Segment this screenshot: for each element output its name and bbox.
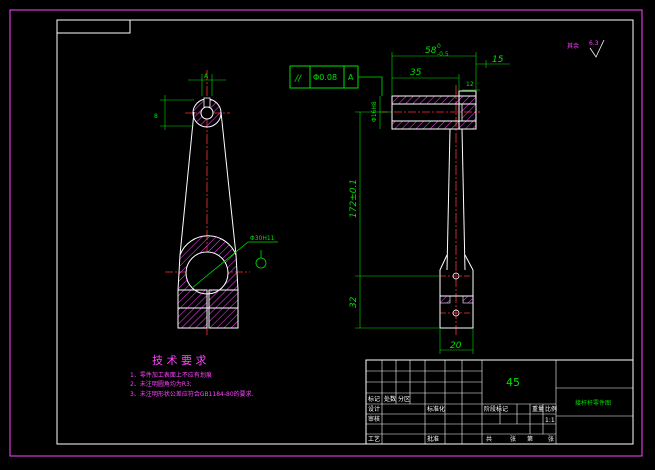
dim-top-label: A [204, 73, 209, 80]
tech-req-item-3: 3、未注明形状公差应符合GB1184-80的要求. [130, 390, 254, 398]
fcf-datum: A [348, 73, 354, 82]
part-name-label: 接杆杆零件图 [575, 399, 611, 407]
top-boss-slot [203, 97, 211, 108]
tb-sheet-unit-2: 张 [548, 435, 554, 443]
feature-control-frame: // Φ0.08 A [289, 65, 383, 96]
title-block-frame [365, 359, 634, 445]
tb-row-label-6: 审核 [368, 415, 380, 423]
dim-35-label: 35 [410, 68, 422, 78]
dim-172-label: 172±0.1 [349, 179, 359, 218]
roughness-symbol-icon [589, 39, 605, 58]
tb-row-label-2: 处数 [384, 395, 396, 403]
tb-row-label-8: 批准 [427, 435, 439, 443]
arm-right-edge [220, 111, 237, 256]
dim-58-upper-tol: 0 [437, 43, 441, 50]
head-key-hatched [461, 103, 477, 122]
tb-scale-value: 1:1 [545, 417, 555, 424]
fcf-parallelism-symbol: // [294, 74, 302, 84]
roughness-value: 6.3 [589, 40, 599, 47]
tb-col-label-scale: 比例 [545, 405, 557, 413]
tb-row-label-5: 标准化 [427, 405, 445, 413]
head-upper-hatched [391, 95, 477, 105]
tb-sheet-number: 第 [527, 435, 533, 443]
side-view[interactable]: // Φ0.08 A 58 0 -0.5 35 15 12 Φ16H8 172±… [289, 43, 510, 354]
dim-32-label: 32 [349, 296, 359, 308]
fcf-leader [358, 76, 383, 96]
title-block[interactable]: 45 接杆杆零件图 标记 处数 分区 设计 标准化 审核 工艺 批准 阶段标记 … [365, 359, 634, 445]
material-label: 45 [506, 376, 520, 389]
tb-sheet-unit-1: 张 [510, 435, 516, 443]
top-boss-bore [200, 106, 214, 120]
dim-58-lower-tol: -0.5 [437, 51, 449, 58]
head-lower-hatched [391, 120, 477, 130]
front-view[interactable]: Φ30H11 A 8 [154, 70, 278, 335]
surface-roughness-note: 其余 6.3 [567, 39, 605, 58]
dim-left-label: 8 [154, 113, 158, 120]
fcf-tolerance: Φ0.08 [313, 73, 337, 82]
lower-pin-hole-upper [452, 272, 460, 280]
dim-20-label: 20 [450, 341, 462, 351]
bore-diameter-leader [191, 241, 249, 289]
shaft-left-edge [446, 128, 451, 271]
dim-12-label: 12 [466, 81, 474, 88]
dim-15-label: 15 [492, 55, 504, 65]
tb-sheet-total: 共 [486, 435, 492, 443]
dim-bore-small-label: Φ16H8 [371, 101, 378, 122]
shaft-right-edge [461, 128, 466, 271]
technical-requirements: 技 术 要 求 1、零件加工表面上不应有划痕 2、未注明圆角均为R3; 3、未注… [130, 354, 254, 398]
lower-block-hatch-left [439, 295, 451, 304]
tb-col-label-stage: 阶段标记 [484, 405, 508, 413]
clamp-foot-right [208, 289, 239, 329]
lower-pin-hole-lower [452, 309, 460, 317]
datum-a-marker [255, 257, 267, 269]
lower-block-hatch-right [462, 295, 474, 304]
tb-row-label-4: 设计 [368, 405, 380, 413]
tb-row-label-3: 分区 [398, 395, 410, 403]
tech-req-item-2: 2、未注明圆角均为R3; [130, 380, 192, 388]
clamp-foot-left [177, 289, 208, 329]
lower-block [439, 254, 474, 329]
dim-58-label: 58 [425, 46, 437, 56]
tb-col-label-weight: 重量 [532, 405, 544, 413]
inner-frame-border [56, 19, 634, 445]
outer-sheet-border [9, 9, 643, 457]
roughness-label: 其余 [567, 42, 579, 50]
bore-diameter-label: Φ30H11 [250, 235, 275, 242]
arm-left-edge [179, 111, 195, 256]
tb-row-label-7: 工艺 [368, 435, 380, 443]
tech-req-item-1: 1、零件加工表面上不应有划痕 [130, 371, 212, 379]
tb-row-label-1: 标记 [368, 395, 380, 403]
corner-code-box [56, 19, 131, 34]
tech-req-heading: 技 术 要 求 [152, 354, 207, 367]
